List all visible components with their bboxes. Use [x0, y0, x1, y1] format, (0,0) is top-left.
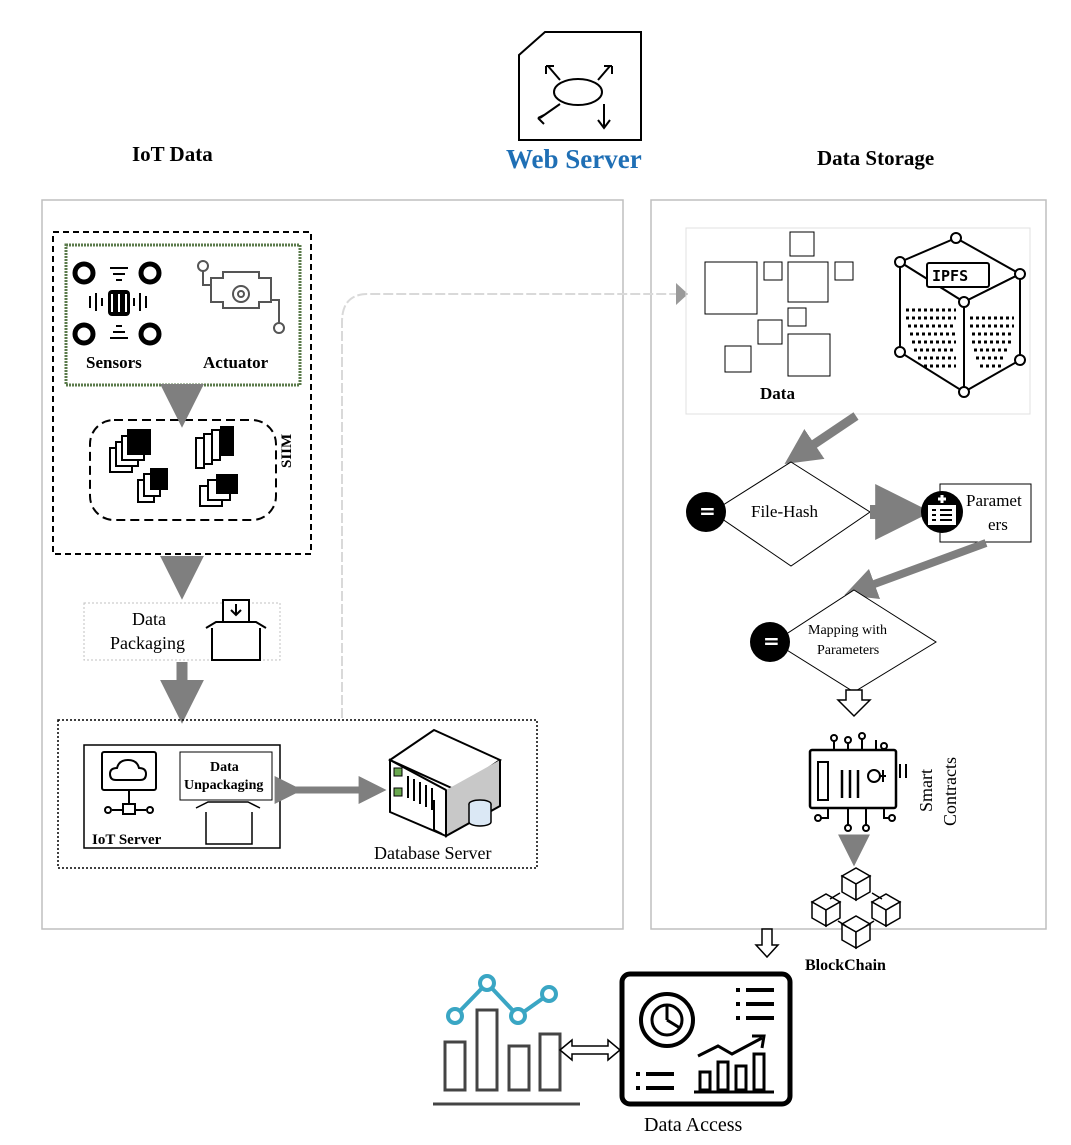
label-data: Data [760, 384, 795, 403]
header-data-storage: Data Storage [817, 146, 935, 170]
connector-head [676, 283, 688, 305]
label-sensors: Sensors [86, 353, 142, 372]
equals-symbol-1: = [699, 499, 716, 523]
data-ipfs-box [685, 227, 1031, 415]
label-smart-contracts-1: Smart [916, 769, 936, 812]
cloud-monitor-icon [101, 751, 157, 815]
label-siim: SIIM [279, 433, 295, 468]
mapping-diamond [773, 589, 937, 693]
label-file-hash: File-Hash [751, 502, 819, 521]
file-hash-diamond [711, 461, 871, 567]
hollow-double-arrow [558, 1038, 622, 1062]
ipfs-cube-icon [894, 232, 1026, 398]
label-blockchain: BlockChain [805, 957, 886, 974]
label-mapping-1: Mapping with [808, 623, 887, 638]
label-ipfs: IPFS [932, 267, 969, 285]
label-iot-server: IoT Server [92, 832, 162, 848]
router-icon [518, 31, 642, 141]
iot-panel [41, 199, 624, 930]
server-rack-icon [387, 728, 503, 838]
arrow-parameters-to-mapping [844, 539, 988, 599]
label-mapping-2: Parameters [817, 643, 880, 658]
open-box-icon [195, 801, 261, 845]
label-smart-contracts-2: Contracts [940, 757, 960, 826]
label-data-packaging-2: Packaging [110, 633, 185, 653]
label-parameters-2: ers [988, 515, 1008, 534]
header-web-server: Web Server [506, 144, 642, 174]
arrow-data-to-filehash [784, 412, 859, 465]
equals-badge-1 [686, 492, 726, 532]
parameters-list-icon [921, 491, 963, 533]
servers-group [57, 719, 538, 869]
actuator-icon [197, 260, 285, 334]
hollow-arrow-mapping [836, 689, 872, 718]
dashboard-icon [619, 971, 793, 1107]
data-packaging-box [83, 602, 281, 661]
label-data-packaging-1: Data [132, 609, 166, 629]
equals-badge-2 [750, 622, 790, 662]
siim-box [89, 419, 277, 521]
data-blocks-icon [704, 231, 854, 377]
data-unpackaging-box [179, 751, 273, 801]
siim-modules-icon [109, 426, 238, 507]
chart-icon [433, 974, 580, 1106]
smart-contract-chip-icon [808, 732, 907, 832]
label-data-unpackaging-1: Data [210, 760, 239, 775]
blockchain-cubes-icon [810, 867, 902, 950]
packaging-box-icon [205, 599, 267, 661]
label-data-unpackaging-2: Unpackaging [184, 778, 264, 793]
hollow-arrow-access [754, 928, 780, 959]
equals-symbol-2: = [763, 629, 780, 653]
sensors-icon [72, 261, 162, 346]
header-iot-data: IoT Data [132, 142, 213, 166]
label-database-server: Database Server [374, 843, 492, 863]
label-data-access: Data Access [644, 1114, 743, 1136]
label-parameters-1: Paramet [966, 491, 1022, 510]
label-actuator: Actuator [203, 353, 269, 372]
connector-to-storage [341, 293, 676, 718]
